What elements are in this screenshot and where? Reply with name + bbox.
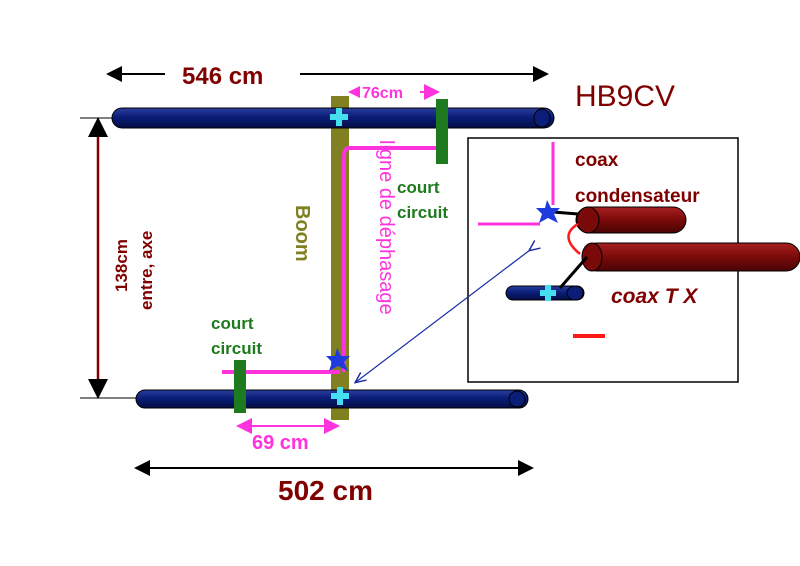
top-dimension: 546 cm	[106, 63, 549, 90]
spacing-top-label: 76cm	[362, 85, 403, 102]
inset-capacitor-label: condensateur	[575, 186, 700, 207]
bottom-dimension: 502 cm	[134, 460, 534, 506]
detail-pointer-arrow	[356, 250, 530, 382]
top-dimension-label: 546 cm	[182, 63, 263, 90]
cross-bottom	[331, 387, 349, 405]
inset-coax-label: coax	[575, 150, 619, 171]
vertical-dimension-label-1: 138cm	[112, 239, 131, 292]
phasing-line-label: ligne de déphasage	[375, 140, 397, 315]
short-circuit-bottom	[234, 360, 246, 413]
inset-coax-tx-label: coax T X	[611, 285, 699, 308]
feed-point-star-icon	[326, 348, 350, 371]
vertical-dimension: 138cm entre, axe	[80, 117, 156, 399]
inset-coax-tx	[581, 242, 800, 272]
inset-wire-upper	[552, 210, 579, 216]
vertical-dimension-label-2: entre, axe	[137, 231, 156, 310]
short-circuit-top-label-2: circuit	[397, 203, 448, 222]
short-circuit-bottom-label-2: circuit	[211, 339, 262, 358]
inset-star-icon	[536, 200, 560, 223]
spacing-top: 76cm	[348, 83, 440, 102]
minus-sign	[573, 334, 605, 338]
inset-wire-lower	[558, 256, 589, 289]
inset-cross	[540, 285, 556, 301]
inset-coax-upper	[575, 206, 687, 234]
short-circuit-top-label-1: court	[397, 178, 440, 197]
bottom-dimension-label: 502 cm	[278, 475, 373, 506]
title: HB9CV	[575, 80, 675, 113]
capacitor-link	[567, 222, 581, 255]
boom-label: Boom	[291, 205, 313, 262]
spacing-bottom-label: 69 cm	[252, 432, 309, 454]
short-circuit-top	[436, 99, 448, 164]
cross-top	[330, 108, 348, 126]
spacing-bottom: 69 cm	[236, 418, 340, 454]
inset-phasing	[478, 142, 555, 226]
short-circuit-bottom-label-1: court	[211, 314, 254, 333]
